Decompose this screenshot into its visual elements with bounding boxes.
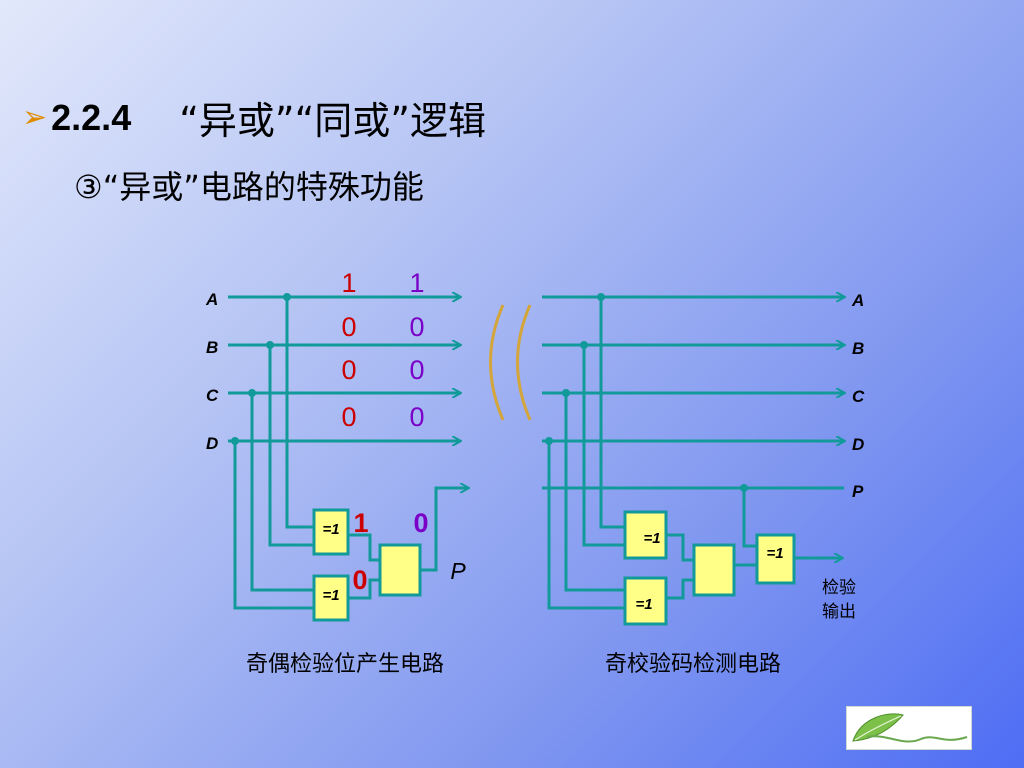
checker-label-c: C	[852, 387, 865, 406]
gate2-out-col1: 0	[352, 565, 367, 595]
checker-xor-gate-4	[755, 533, 796, 585]
value-c-col1: 0	[341, 355, 356, 385]
title-row: ➢ 2.2.4 “异或”“同或”逻辑	[22, 90, 486, 145]
leaf-icon	[852, 713, 968, 743]
label-c: C	[206, 386, 219, 405]
junction-dot	[545, 437, 553, 445]
tap-a	[285, 297, 314, 529]
wire-g1-g3	[348, 533, 380, 562]
checker-label-b: B	[852, 339, 864, 358]
check-output-label-line2: 输出	[822, 602, 856, 621]
gate1-out-col2: 0	[413, 508, 428, 538]
subtitle: ③“异或”电路的特殊功能	[74, 168, 424, 206]
checker-tap-a	[599, 297, 625, 529]
junction-dot	[266, 341, 274, 349]
checker-label-a: A	[851, 291, 864, 310]
junction-dot	[248, 389, 256, 397]
checker-wire-g1-g3	[666, 533, 694, 562]
checker-tap-b	[582, 345, 625, 547]
checker-xor-gate-1	[623, 510, 668, 560]
checker-label-d: D	[852, 435, 864, 454]
junction-dot	[283, 293, 291, 301]
label-a: A	[205, 290, 218, 309]
leaf-logo	[846, 706, 972, 750]
value-d-col2: 0	[409, 402, 424, 432]
gate-label: =1	[322, 521, 339, 538]
checker-tap-c	[564, 393, 625, 592]
junction-dot	[597, 293, 605, 301]
checker-wire-g2-g3	[666, 578, 694, 600]
gate-label: =1	[643, 530, 660, 547]
generator-caption: 奇偶检验位产生电路	[246, 651, 444, 676]
label-b: B	[206, 338, 218, 357]
xor-gate-3	[378, 543, 422, 597]
junction-dot	[562, 389, 570, 397]
value-a-col1: 1	[341, 268, 356, 298]
value-a-col2: 1	[409, 268, 424, 298]
gate-label: =1	[635, 596, 652, 613]
checker-tap-p	[742, 488, 757, 548]
page-title: “异或”“同或”逻辑	[179, 99, 486, 143]
output-label-p: P	[450, 558, 466, 584]
value-d-col1: 0	[341, 402, 356, 432]
checker-label-p: P	[852, 482, 864, 501]
gate-label: =1	[322, 587, 339, 604]
gate-label: =1	[766, 545, 783, 562]
break-mark-right	[516, 304, 532, 421]
checker-tap-d	[547, 441, 625, 610]
label-d: D	[206, 434, 218, 453]
wire-g2-g3	[348, 578, 380, 600]
checker-xor-gate-3	[692, 543, 736, 597]
parity-generator-circuit	[228, 293, 468, 610]
break-mark-left	[489, 304, 505, 421]
junction-dot	[740, 484, 748, 492]
gate1-out-col1: 1	[353, 508, 368, 538]
checker-caption: 奇校验码检测电路	[605, 651, 781, 676]
section-number: 2.2.4	[51, 96, 132, 138]
checker-xor-gate-2	[623, 576, 668, 626]
check-output-label-line1: 检验	[822, 578, 856, 597]
arrow-bullet-icon: ➢	[22, 100, 48, 135]
junction-dot	[580, 341, 588, 349]
junction-dot	[231, 437, 239, 445]
tap-d	[233, 441, 314, 610]
value-c-col2: 0	[409, 355, 424, 385]
tap-b	[268, 345, 314, 547]
output-line-p	[420, 488, 468, 572]
value-b-col1: 0	[341, 312, 356, 342]
tap-c	[250, 393, 314, 592]
value-b-col2: 0	[409, 312, 424, 342]
xor-gate-2	[312, 574, 350, 622]
parity-checker-circuit	[542, 293, 844, 610]
xor-gate-1	[312, 508, 350, 556]
